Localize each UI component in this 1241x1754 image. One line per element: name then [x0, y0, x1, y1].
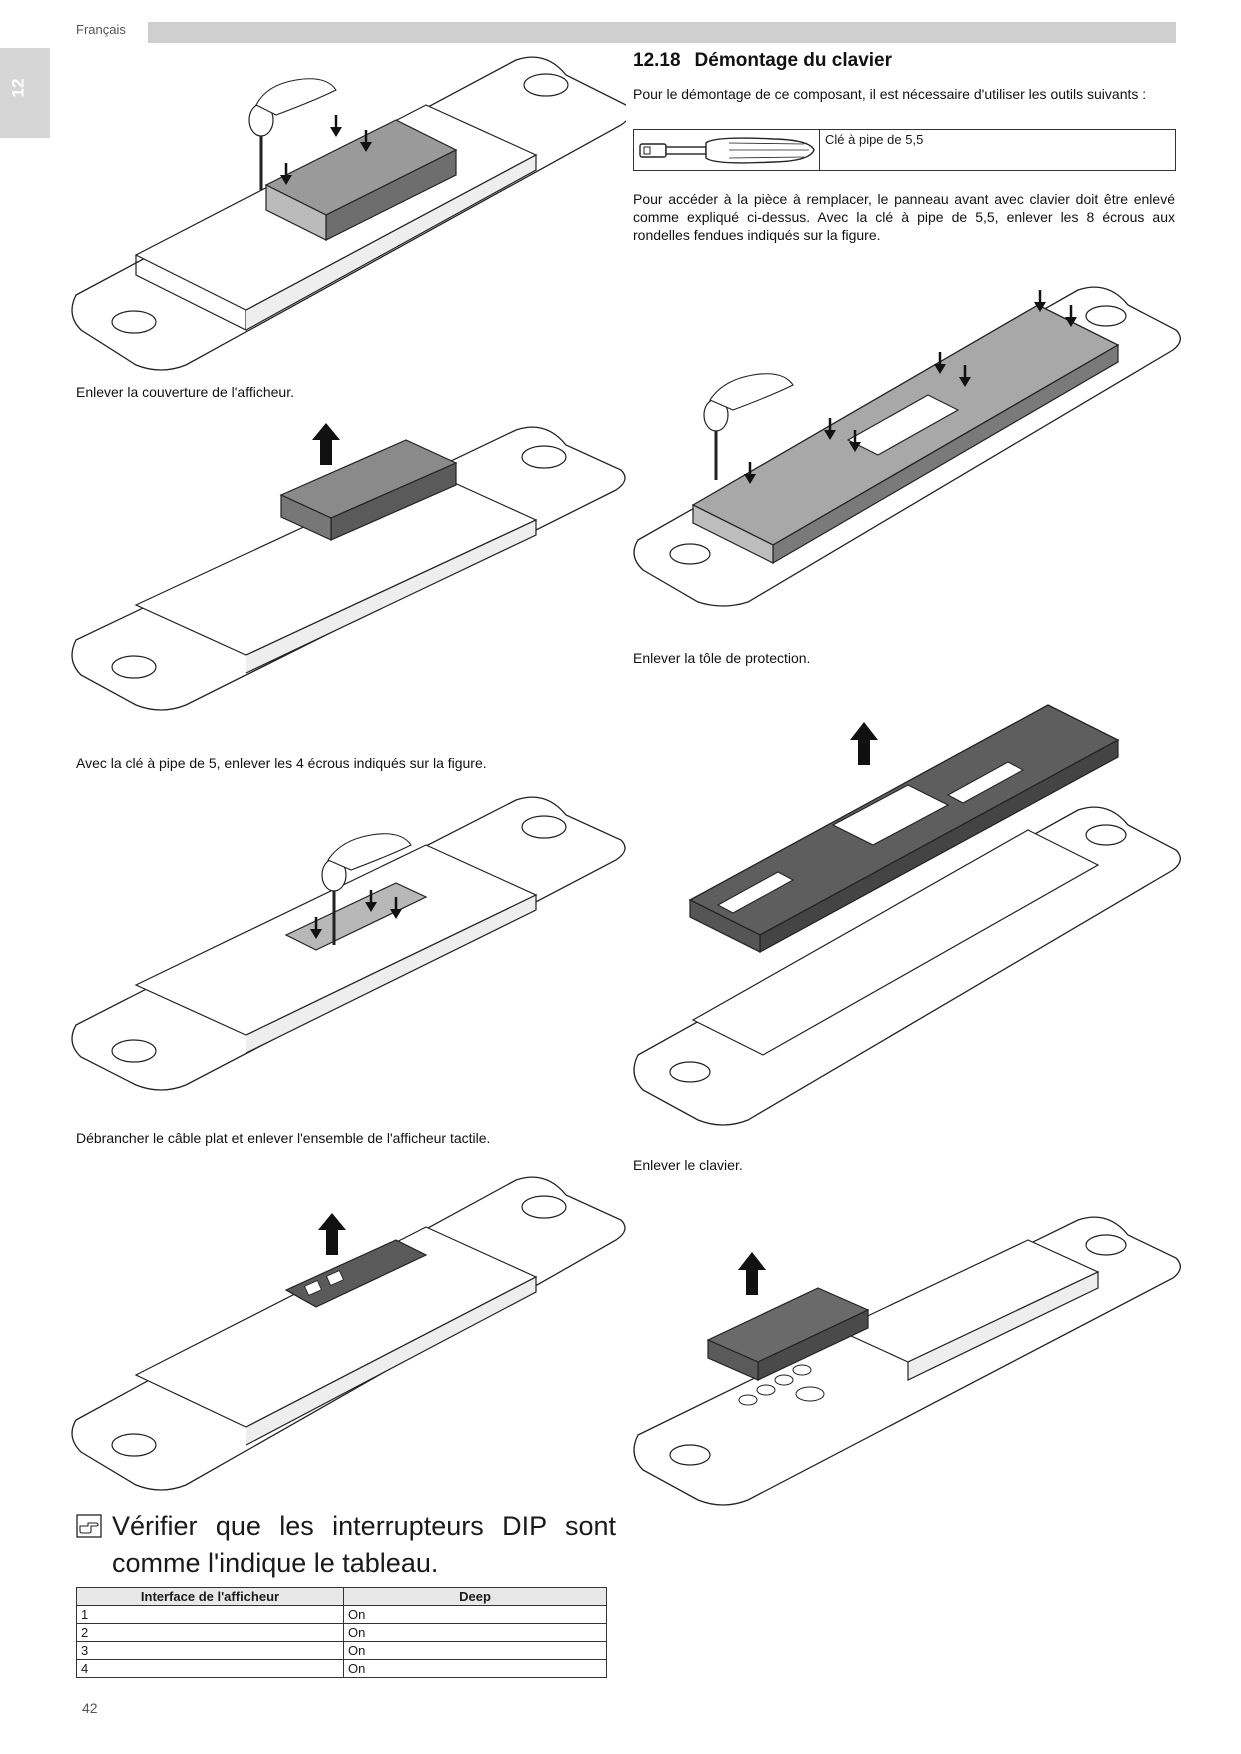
table-row: 4 On — [76, 1659, 607, 1678]
instruction-text: Pour accéder à la pièce à remplacer, le … — [633, 191, 1175, 243]
table-cell: On — [343, 1605, 607, 1624]
tool-name: Clé à pipe de 5,5 — [825, 132, 924, 147]
table-header-row: Interface de l'afficheur Deep — [76, 1587, 607, 1606]
header-bar — [148, 22, 1176, 43]
section-number: 12.18 — [633, 50, 681, 71]
intro-text: Pour le démontage de ce composant, il es… — [633, 86, 1147, 102]
caption-5: Enlever le clavier. — [633, 1157, 743, 1173]
table-cell: On — [343, 1623, 607, 1642]
caption-4: Enlever la tôle de protection. — [633, 650, 811, 666]
figure-remove-four-nuts — [71, 796, 626, 1091]
socket-wrench-icon — [639, 137, 815, 164]
chapter-tab: 12 — [0, 48, 50, 138]
table-cell: On — [343, 1641, 607, 1660]
figure-remove-eight-nuts — [633, 286, 1181, 607]
table-row: 1 On — [76, 1605, 607, 1624]
table-row: 3 On — [76, 1641, 607, 1660]
figure-lift-keyboard — [633, 1216, 1181, 1506]
dip-switch-table: Interface de l'afficheur Deep 1 On 2 On … — [76, 1587, 607, 1678]
figure-lift-display-cover — [71, 423, 626, 711]
pointing-hand-icon — [76, 1514, 102, 1538]
table-cell: 1 — [76, 1605, 344, 1624]
figure-lift-protection-plate — [633, 704, 1181, 1126]
page-number: 42 — [82, 1700, 98, 1716]
table-cell: 2 — [76, 1623, 344, 1642]
caption-1: Enlever la couverture de l'afficheur. — [76, 384, 294, 400]
caption-3: Débrancher le câble plat et enlever l'en… — [76, 1130, 491, 1146]
tool-table: Clé à pipe de 5,5 — [633, 129, 1176, 171]
figure-remove-display-cover — [71, 56, 626, 371]
table-row: 2 On — [76, 1623, 607, 1642]
table-header-cell: Deep — [343, 1587, 607, 1606]
section-title: 12.18 Démontage du clavier — [633, 50, 892, 72]
tool-illustration — [634, 130, 820, 170]
section-title-text: Démontage du clavier — [694, 50, 892, 71]
table-cell: 3 — [76, 1641, 344, 1660]
table-header-cell: Interface de l'afficheur — [76, 1587, 344, 1606]
figure-lift-touch-display — [71, 1176, 626, 1491]
table-cell: 4 — [76, 1659, 344, 1678]
tip-text: Vérifier que les interrupteurs DIP sont … — [112, 1511, 616, 1578]
chapter-number: 12 — [8, 78, 28, 98]
language-label: Français — [76, 22, 126, 37]
caption-2: Avec la clé à pipe de 5, enlever les 4 é… — [76, 755, 487, 771]
table-cell: On — [343, 1659, 607, 1678]
